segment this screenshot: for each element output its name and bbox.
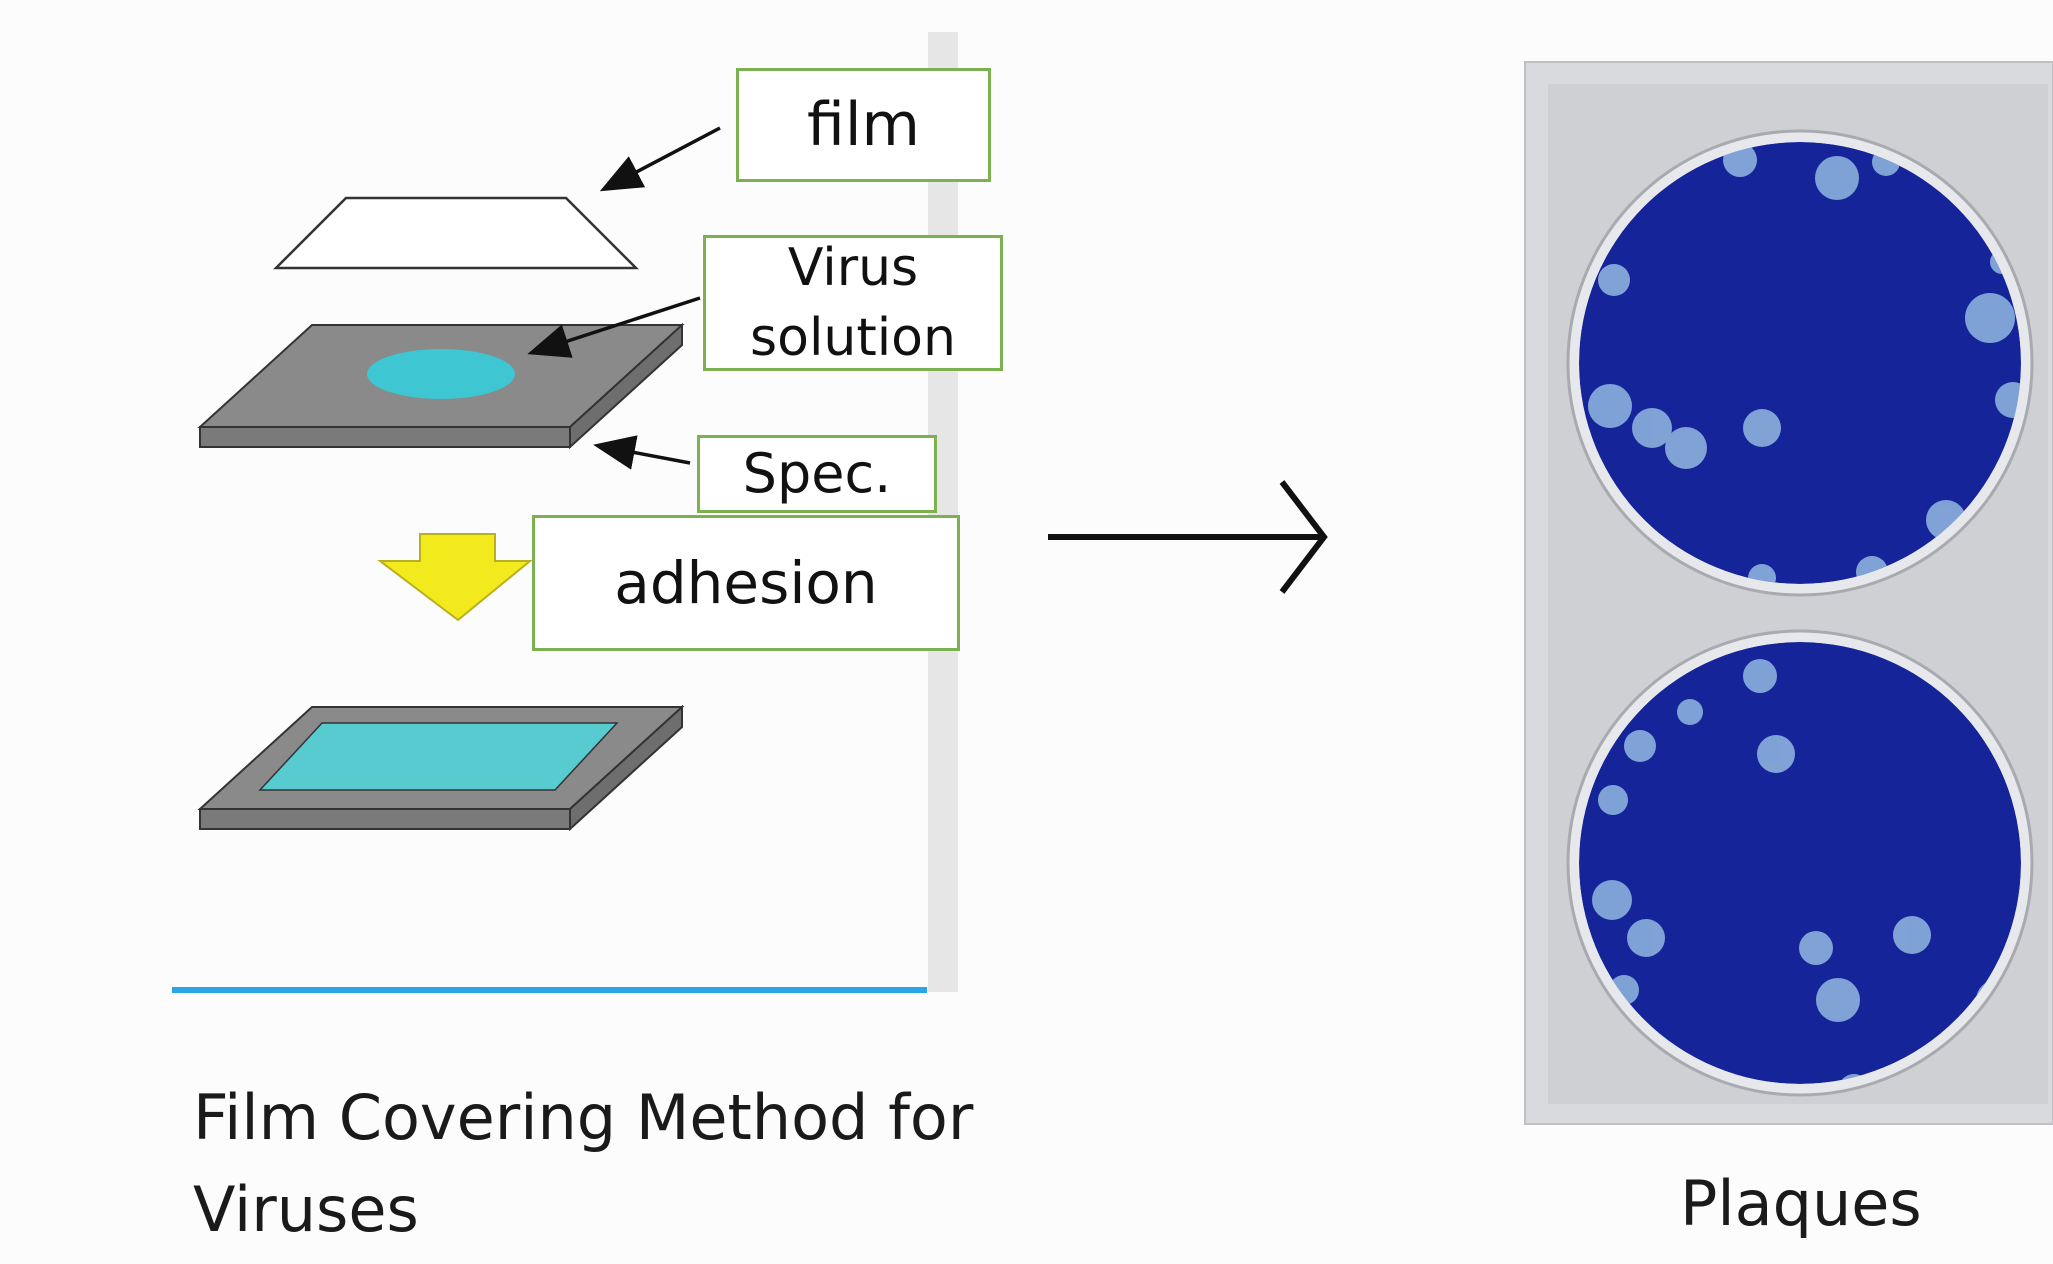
method-caption-line1: Film Covering Method for (193, 1081, 974, 1154)
spec-label-text: Spec. (742, 441, 892, 505)
plaques-caption-text: Plaques (1680, 1167, 1922, 1240)
virus-solution-label: Virus solution (703, 235, 1003, 371)
spread-virus-film (258, 722, 619, 791)
plaque-photo (1524, 61, 2053, 1125)
baseline-rule (172, 987, 927, 993)
specimen-plate (197, 322, 685, 450)
method-caption-line2: Viruses (193, 1173, 419, 1246)
virus-solution-line1: Virus (787, 237, 919, 298)
right-arrow-icon (1048, 480, 1328, 594)
film-label: film (736, 68, 991, 182)
virus-droplet (367, 349, 515, 399)
virus-solution-line2: solution (750, 308, 956, 368)
covered-specimen (197, 704, 685, 832)
down-arrow-icon (377, 533, 533, 622)
adhesion-label-text: adhesion (614, 548, 878, 617)
film-label-text: film (807, 89, 920, 160)
virus-leader-arrow (527, 296, 701, 358)
film-leader-arrow (599, 126, 721, 192)
spec-leader-arrow (593, 435, 691, 470)
film-sheet (272, 196, 640, 270)
method-caption: Film Covering Method for Viruses (193, 1072, 973, 1256)
adhesion-label: adhesion (532, 515, 960, 651)
spec-label: Spec. (697, 435, 937, 513)
plaques-caption: Plaques (1680, 1164, 1922, 1244)
